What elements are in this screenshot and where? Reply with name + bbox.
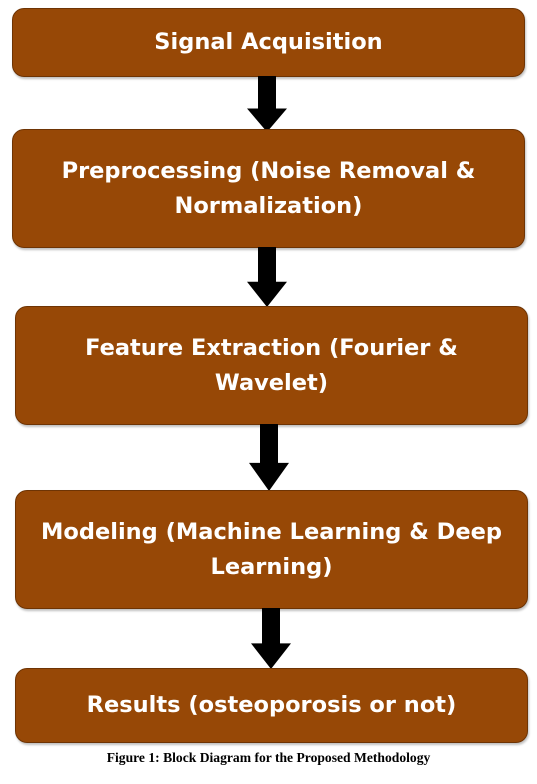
step-feature-extraction: Feature Extraction (Fourier & Wavelet): [15, 306, 528, 425]
figure-caption: Figure 1: Block Diagram for the Proposed…: [106, 750, 431, 765]
step-results: Results (osteoporosis or not): [15, 668, 528, 743]
step-signal-acquisition: Signal Acquisition: [12, 8, 525, 77]
down-arrow-icon: [251, 608, 291, 669]
step-preprocessing: Preprocessing (Noise Removal & Normaliza…: [12, 129, 525, 248]
step-modeling: Modeling (Machine Learning & Deep Learni…: [15, 490, 528, 609]
step-label: Results (osteoporosis or not): [86, 692, 457, 719]
step-label: Modeling (Machine Learning & Deep Learni…: [41, 518, 502, 580]
down-arrow-icon: [247, 76, 287, 132]
step-label: Feature Extraction (Fourier & Wavelet): [85, 334, 458, 396]
down-arrow-icon: [247, 247, 287, 307]
step-label: Preprocessing (Noise Removal & Normaliza…: [61, 157, 476, 219]
step-label: Signal Acquisition: [154, 29, 383, 56]
down-arrow-icon: [249, 424, 289, 491]
